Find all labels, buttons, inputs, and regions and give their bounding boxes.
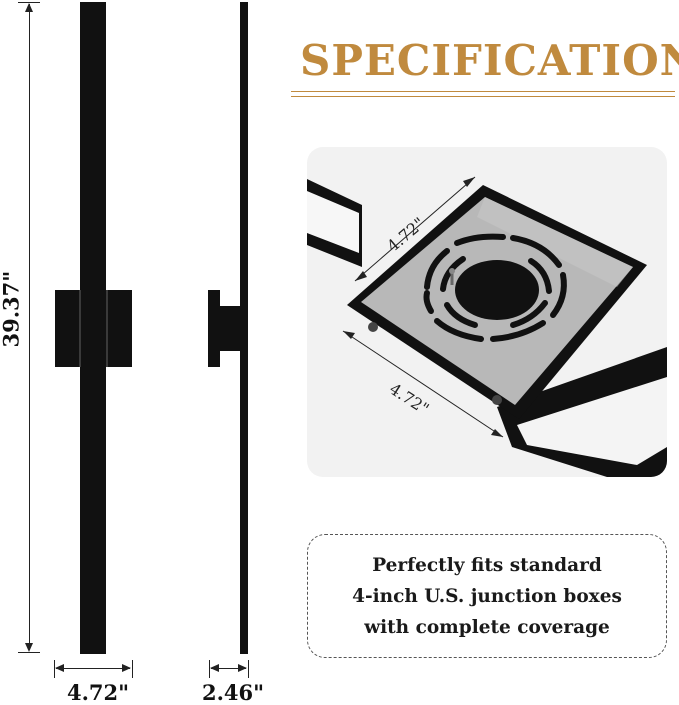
callout-line-3: with complete coverage bbox=[364, 616, 610, 638]
side-view-plate bbox=[208, 290, 220, 367]
height-label: 39.37" bbox=[0, 270, 24, 348]
callout-line-1: Perfectly fits standard bbox=[372, 554, 602, 576]
side-view-bar bbox=[240, 2, 248, 654]
mounting-slots bbox=[423, 233, 567, 342]
junction-box-callout: Perfectly fits standard 4-inch U.S. junc… bbox=[307, 534, 667, 658]
center-hole bbox=[455, 260, 539, 320]
title-underline-secondary bbox=[291, 96, 675, 97]
front-view-mount bbox=[55, 290, 132, 367]
mounting-plate-detail-card: 4.72" 4.72" bbox=[307, 147, 667, 477]
title-underline bbox=[291, 91, 675, 92]
side-view-bracket bbox=[220, 306, 240, 351]
page-title: SPECIFICATION bbox=[300, 36, 679, 85]
callout-line-2: 4-inch U.S. junction boxes bbox=[352, 585, 622, 607]
width-label: 4.72" bbox=[66, 680, 130, 705]
depth-label: 2.46" bbox=[201, 680, 265, 705]
mounting-plate-illustration: 4.72" 4.72" bbox=[307, 176, 667, 477]
